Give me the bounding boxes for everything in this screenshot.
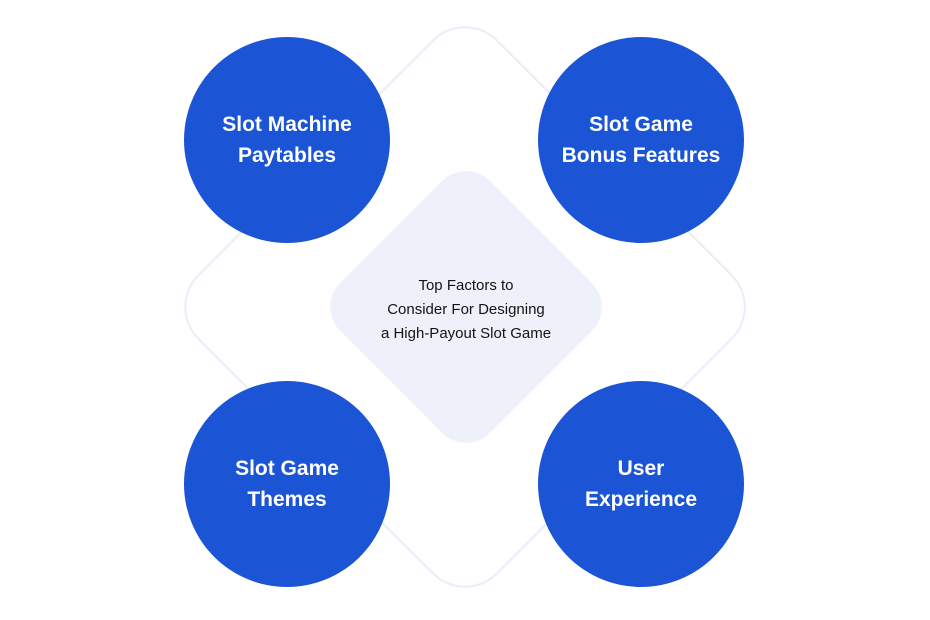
factor-circle-bonus-features: Slot Game Bonus Features [538,37,744,243]
factor-label-line: Paytables [237,144,337,167]
factor-circle-user-experience: User Experience [538,381,744,587]
center-title: Top Factors to Consider For Designing a … [335,270,597,350]
factor-circle-themes: Slot Game Themes [184,381,390,587]
center-title-line-2: Consider For Designing [387,301,545,318]
factor-circle-paytables: Slot Machine Paytables [184,37,390,243]
factor-label-line: User [617,457,665,480]
center-title-line-3: a High-Payout Slot Game [380,325,552,342]
factor-label-line: Bonus Features [561,144,721,167]
factor-label-line: Slot Game [235,457,339,480]
factor-label-line: Slot Game [589,113,693,136]
factor-label-line: Themes [247,488,327,511]
factor-label-line: Slot Machine [222,113,352,136]
center-title-line-1: Top Factors to [418,277,514,294]
factor-label-line: Experience [584,488,698,511]
